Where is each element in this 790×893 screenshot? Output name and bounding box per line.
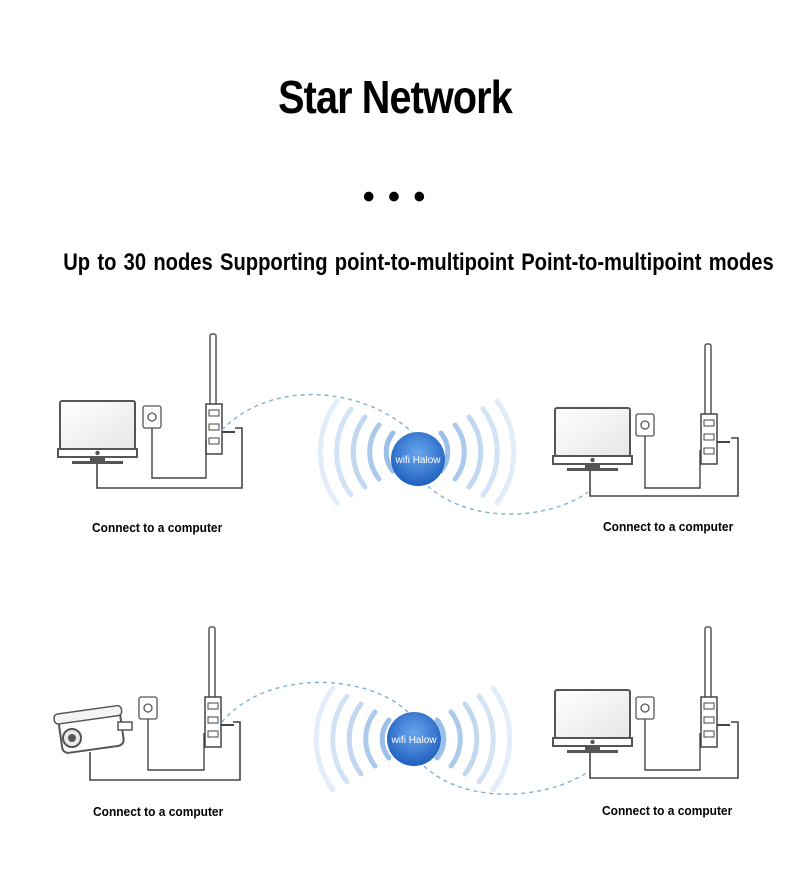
router-antenna-icon xyxy=(204,626,235,748)
caption-left-row1: Connect to a computer xyxy=(92,520,223,535)
power-adapter-icon xyxy=(635,413,655,437)
router-antenna-icon xyxy=(205,333,236,455)
wifi-halow-hub: wifi Halow xyxy=(317,398,517,506)
row-1: wifi Halow xyxy=(57,333,739,515)
security-camera-icon xyxy=(53,704,133,754)
wifi-halow-hub: wifi Halow xyxy=(313,685,513,793)
computer-monitor-icon xyxy=(57,400,138,465)
caption-right-row2: Connect to a computer xyxy=(602,803,733,818)
separator-dots: • • • xyxy=(362,178,428,216)
caption-left-row2: Connect to a computer xyxy=(93,804,224,819)
computer-monitor-icon xyxy=(552,689,633,754)
row-2: wifi Halow xyxy=(53,626,739,795)
subtitle: Up to 30 nodes Supporting point-to-multi… xyxy=(63,249,774,276)
router-antenna-icon xyxy=(700,626,731,748)
hub-label: wifi Halow xyxy=(390,735,437,746)
power-adapter-icon xyxy=(138,696,158,720)
power-adapter-icon xyxy=(142,405,162,429)
page-title: Star Network xyxy=(278,71,513,123)
computer-monitor-icon xyxy=(552,407,633,472)
router-antenna-icon xyxy=(700,343,731,465)
caption-right-row1: Connect to a computer xyxy=(603,519,734,534)
power-adapter-icon xyxy=(635,696,655,720)
hub-label: wifi Halow xyxy=(394,455,441,466)
